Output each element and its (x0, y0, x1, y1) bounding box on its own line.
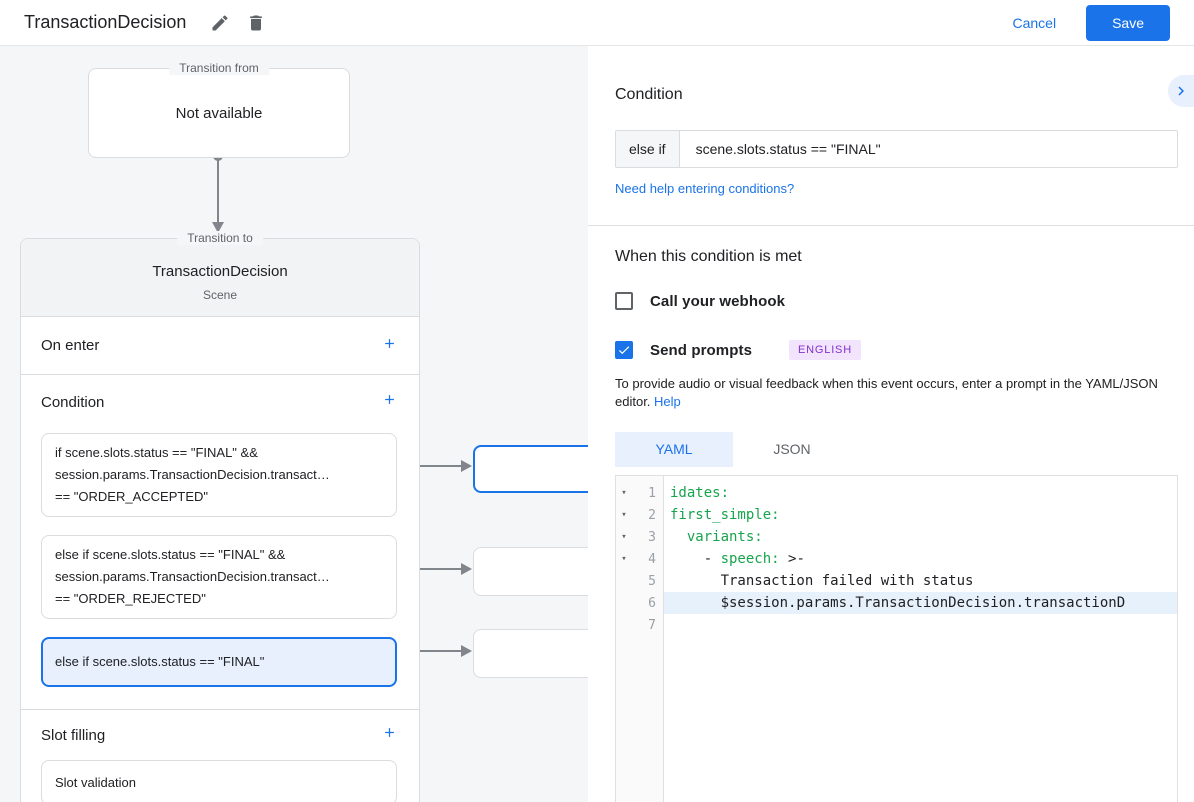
line-number: 1 (648, 485, 656, 501)
scene-type-label: Scene (202, 288, 238, 302)
transition-to-legend: Transition to (177, 231, 263, 245)
collapse-panel-button[interactable] (1168, 75, 1194, 107)
add-on-enter-icon[interactable] (382, 336, 397, 356)
code-editor[interactable]: ▾ 1 ▾ 2 ▾ 3 ▾ 4 5 6 7 idates: first_simple: variant… (615, 475, 1178, 802)
line-number: 4 (648, 551, 656, 567)
fold-arrow-icon[interactable]: ▾ (621, 488, 627, 498)
condition-prefix-label: else if (616, 131, 680, 167)
chevron-right-icon (1172, 82, 1190, 100)
condition-expression-row: else if (615, 130, 1178, 168)
editor-line[interactable]: $session.params.TransactionDecision.tran… (664, 592, 1177, 614)
fold-arrow-icon[interactable]: ▾ (621, 554, 627, 564)
slot-filling-label: Slot filling (41, 726, 106, 744)
prompt-description: To provide audio or visual feedback when… (615, 375, 1178, 411)
transition-from-box[interactable]: Transition from Not available (88, 61, 350, 158)
topbar: TransactionDecision Cancel Save (0, 0, 1194, 46)
condition-section: Condition if scene.slots.status == "FINA… (21, 375, 419, 710)
condition-section-label: Condition (41, 393, 105, 411)
editor-gutter: ▾ 1 ▾ 2 ▾ 3 ▾ 4 5 6 7 (616, 476, 664, 802)
line-number: 3 (648, 529, 656, 545)
editor-line[interactable]: idates: (670, 485, 730, 501)
editor-line[interactable] (664, 614, 1177, 636)
condition-card-selected[interactable]: else if scene.slots.status == "FINAL" (41, 637, 397, 687)
condition-card[interactable]: else if scene.slots.status == "FINAL" &&… (41, 535, 397, 619)
transition-target-box[interactable] (473, 445, 588, 493)
scene-header[interactable]: TransactionDecision Scene (21, 239, 419, 317)
editor-line[interactable]: Transaction failed with status (670, 573, 974, 589)
on-enter-row[interactable]: On enter (21, 317, 419, 375)
editor-format-tabs: YAML JSON (615, 432, 1178, 467)
fold-arrow-icon[interactable]: ▾ (621, 510, 627, 520)
editor-code-area[interactable]: idates: first_simple: variants: - speech:… (664, 476, 1177, 802)
add-slot-icon[interactable] (382, 725, 397, 745)
prompt-description-text: To provide audio or visual feedback when… (615, 376, 1158, 409)
webhook-checkbox[interactable] (615, 292, 633, 310)
transition-to-box: Transition to TransactionDecision Scene … (20, 231, 420, 802)
condition-help-link[interactable]: Need help entering conditions? (615, 181, 795, 196)
language-badge: ENGLISH (789, 340, 861, 360)
condition-text: if scene.slots.status == "FINAL" && (55, 445, 258, 460)
slot-validation-card[interactable]: Slot validation (41, 760, 397, 802)
send-prompts-label: Send prompts (650, 341, 753, 359)
when-met-title: When this condition is met (615, 248, 802, 265)
on-enter-label: On enter (41, 337, 100, 354)
line-number: 7 (648, 617, 656, 633)
tab-json[interactable]: JSON (773, 441, 811, 457)
editor-line[interactable]: first_simple: (670, 507, 780, 523)
edit-icon[interactable] (208, 11, 232, 35)
slot-filling-section: Slot filling Slot validation (21, 710, 419, 802)
section-divider (588, 225, 1194, 226)
add-condition-icon[interactable] (382, 392, 397, 412)
line-number: 5 (648, 573, 656, 589)
line-number: 6 (648, 595, 656, 611)
tab-yaml[interactable]: YAML (615, 432, 733, 467)
transition-from-value: Not available (175, 105, 263, 122)
transition-from-legend: Transition from (169, 61, 269, 75)
condition-text: session.params.TransactionDecision.trans… (55, 569, 330, 584)
transition-target-box[interactable] (473, 547, 588, 596)
condition-card[interactable]: if scene.slots.status == "FINAL" && sess… (41, 433, 397, 517)
condition-text: == "ORDER_ACCEPTED" (55, 489, 208, 504)
transition-target-box[interactable] (473, 629, 588, 678)
scene-name: TransactionDecision (152, 263, 288, 280)
line-number: 2 (648, 507, 656, 523)
panel-title: Condition (615, 86, 683, 103)
condition-text: session.params.TransactionDecision.trans… (55, 467, 330, 482)
scene-graph: Transition from Not available Transition… (0, 46, 588, 802)
help-link[interactable]: Help (654, 394, 681, 409)
editor-line[interactable]: variants: (686, 529, 763, 545)
condition-text: == "ORDER_REJECTED" (55, 591, 206, 606)
condition-editor-panel: Condition else if Need help entering con… (588, 46, 1194, 802)
condition-expression-input[interactable] (679, 131, 1177, 167)
page-title: TransactionDecision (24, 12, 187, 32)
fold-arrow-icon[interactable]: ▾ (621, 532, 627, 542)
send-prompts-checkbox[interactable] (615, 341, 633, 359)
checkmark-icon (617, 343, 631, 357)
condition-text: else if scene.slots.status == "FINAL" && (55, 547, 286, 562)
cancel-button[interactable]: Cancel (1012, 14, 1057, 31)
save-button[interactable]: Save (1086, 4, 1170, 41)
delete-icon[interactable] (244, 11, 268, 35)
condition-text: else if scene.slots.status == "FINAL" (55, 654, 265, 669)
webhook-label: Call your webhook (650, 292, 786, 310)
editor-line[interactable]: - speech: >- (670, 551, 805, 567)
